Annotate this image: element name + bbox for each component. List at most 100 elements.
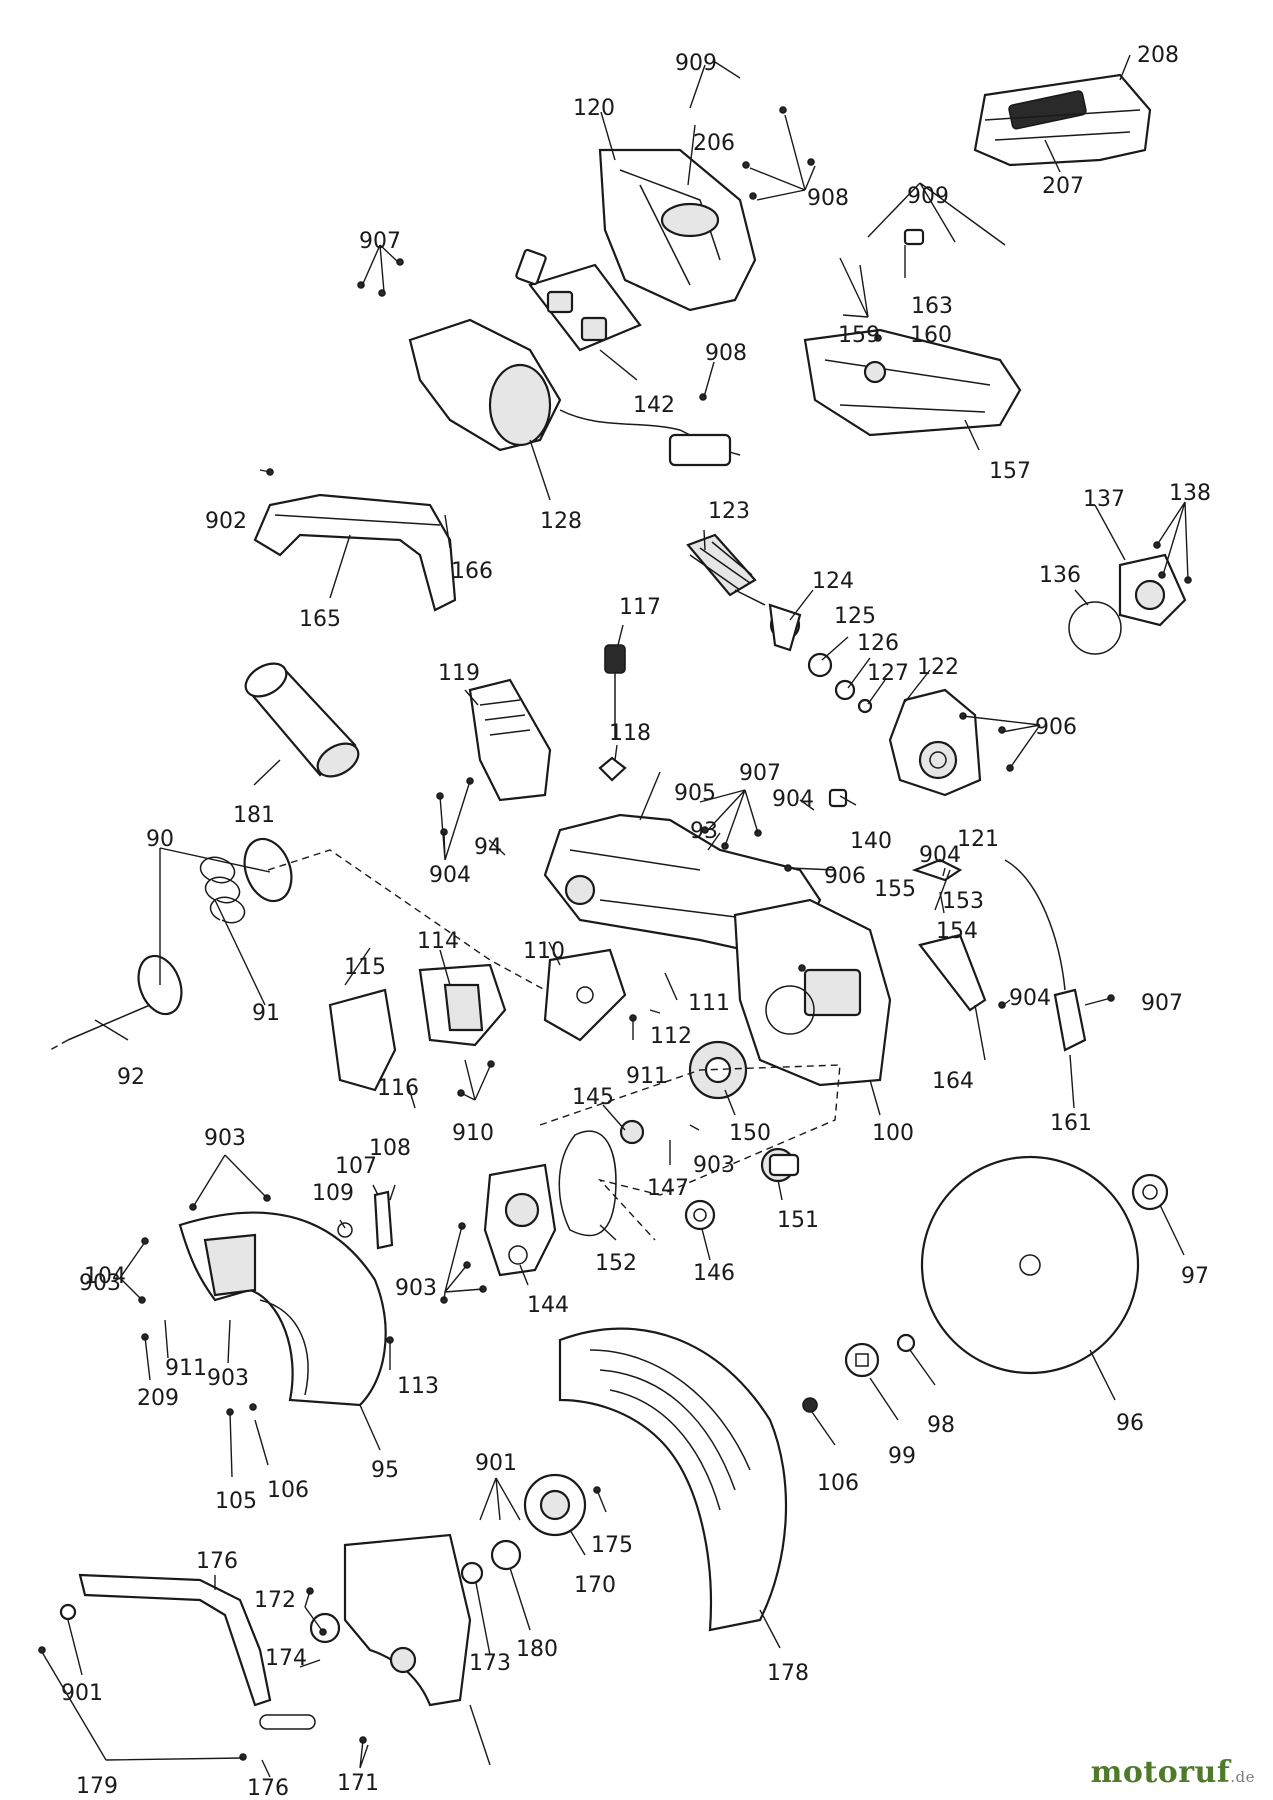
gear-case-drawing (888, 688, 982, 797)
callout: 126 (857, 631, 899, 656)
callout: 907 (739, 761, 781, 786)
callout: 904 (1009, 986, 1051, 1011)
callout: 164 (932, 1069, 974, 1094)
callout: 123 (708, 499, 750, 524)
callout: 113 (397, 1374, 439, 1399)
motor-wiring-drawing (408, 318, 741, 467)
callout: 911 (165, 1356, 207, 1381)
callout: 118 (609, 721, 651, 746)
guard-link-brackets-drawing (328, 963, 507, 1092)
callout: 903 (395, 1276, 437, 1301)
callout: 108 (369, 1136, 411, 1161)
callout: 179 (76, 1774, 118, 1799)
callout: 163 (911, 294, 953, 319)
callout: 145 (572, 1085, 614, 1110)
callout: 140 (850, 829, 892, 854)
blade-flanges-drawing (802, 1173, 1169, 1413)
callout: 902 (205, 509, 247, 534)
callout: 116 (377, 1076, 419, 1101)
callout: 120 (573, 96, 615, 121)
callout: 92 (117, 1065, 145, 1090)
callout: 157 (989, 459, 1031, 484)
callout: 170 (574, 1573, 616, 1598)
callout: 180 (516, 1637, 558, 1662)
callout: 176 (196, 1549, 238, 1574)
callout: 114 (417, 929, 459, 954)
callout: 93 (690, 819, 718, 844)
callout: 207 (1042, 174, 1084, 199)
callout: 104 (84, 1264, 126, 1289)
rear-bracket-drawing (543, 948, 627, 1042)
callout: 154 (936, 919, 978, 944)
callout: 906 (1035, 715, 1077, 740)
callout: 115 (344, 955, 386, 980)
callout: 153 (942, 889, 984, 914)
callout: 152 (595, 1251, 637, 1276)
dust-adapter-drawing (244, 662, 360, 778)
lower-guard-drawing (558, 1327, 788, 1632)
watermark-text: motoruf (1090, 1755, 1231, 1790)
callout: 90 (146, 827, 174, 852)
callout: 181 (233, 803, 275, 828)
callout: 903 (79, 1271, 121, 1296)
armature-drawing (686, 533, 766, 606)
callout: 106 (817, 1471, 859, 1496)
callout: 178 (767, 1661, 809, 1686)
callout: 159 (838, 323, 880, 348)
callout: 209 (137, 1386, 179, 1411)
leader-lines (41, 54, 1189, 1778)
callout: 119 (438, 661, 480, 686)
gasket-drawing (558, 1130, 617, 1237)
callout: 174 (265, 1646, 307, 1671)
callout: 206 (693, 131, 735, 156)
callout: 98 (927, 1413, 955, 1438)
switch-box-drawing (515, 248, 642, 352)
guard-plate-drawing (343, 1533, 472, 1707)
callout: 171 (337, 1771, 379, 1796)
callout: 173 (469, 1651, 511, 1676)
callout: 107 (335, 1154, 377, 1179)
callout: 901 (61, 1681, 103, 1706)
callout: 111 (688, 991, 730, 1016)
callout: 155 (874, 877, 916, 902)
alignment-lines (49, 849, 841, 1241)
callout: 117 (619, 595, 661, 620)
gear-plate-drawing (483, 1163, 557, 1277)
lever-drawing (59, 1573, 341, 1730)
callout: 122 (917, 655, 959, 680)
callout: 105 (215, 1489, 257, 1514)
callout: 905 (674, 781, 716, 806)
callout: 125 (834, 604, 876, 629)
small-parts-drawing (828, 228, 1087, 1052)
callout: 160 (910, 323, 952, 348)
callout: 124 (812, 569, 854, 594)
callout: 904 (919, 843, 961, 868)
callout: 907 (359, 229, 401, 254)
callout: 175 (591, 1533, 633, 1558)
bearing-retainer-drawing (1068, 553, 1187, 655)
callout: 128 (540, 509, 582, 534)
callout: 146 (693, 1261, 735, 1286)
callout: 907 (1141, 991, 1183, 1016)
lock-knob-drawing (598, 644, 627, 782)
carry-handle-drawing (253, 493, 457, 612)
callout: 121 (957, 827, 999, 852)
callout: 908 (807, 186, 849, 211)
callout: 176 (247, 1776, 289, 1800)
callout: 208 (1137, 43, 1179, 68)
callout: 901 (475, 1451, 517, 1476)
watermark-logo: motoruf.de (1091, 1755, 1255, 1790)
callout: 137 (1083, 487, 1125, 512)
callout: 150 (729, 1121, 771, 1146)
callout: 95 (371, 1458, 399, 1483)
guard-link-drawing (337, 1190, 394, 1250)
callout: 109 (312, 1181, 354, 1206)
callout: 91 (252, 1001, 280, 1026)
callout: 112 (650, 1024, 692, 1049)
callout: 903 (207, 1366, 249, 1391)
callout: 906 (824, 864, 866, 889)
guard-pivot-parts-drawing (460, 1473, 587, 1585)
callout: 909 (907, 184, 949, 209)
motor-housing-drawing (598, 148, 757, 312)
